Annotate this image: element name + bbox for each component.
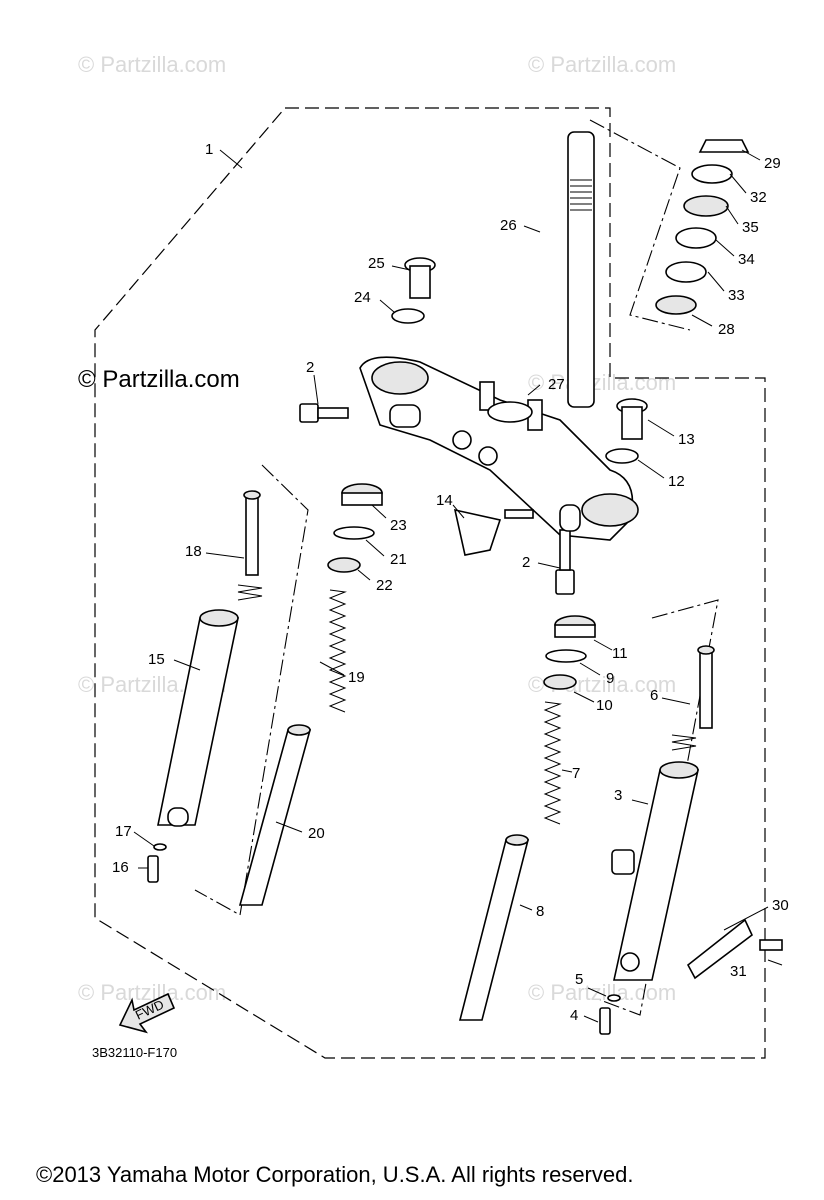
watermark: © Partzilla.com	[78, 52, 226, 77]
callout-26: 26	[500, 217, 517, 234]
circlip	[545, 649, 587, 663]
washer	[327, 557, 361, 573]
hose-guide	[453, 508, 502, 556]
inner-tube	[238, 724, 312, 906]
callout-3: 3	[614, 787, 622, 804]
callout-17: 17	[115, 823, 132, 840]
callout-12: 12	[668, 473, 685, 490]
callout-1: 1	[205, 141, 213, 158]
callout-15: 15	[148, 651, 165, 668]
bolt	[299, 403, 421, 428]
callout-9: 9	[606, 670, 614, 687]
fwd-arrow-icon: FWD	[118, 992, 176, 1034]
callout-30: 30	[772, 897, 789, 914]
callout-21: 21	[390, 551, 407, 568]
fork-spring	[543, 701, 562, 825]
callout-11: 11	[612, 645, 628, 662]
callout-13: 13	[678, 431, 695, 448]
callout-27: 27	[548, 376, 565, 393]
left-fork-group-line	[194, 464, 309, 916]
outer-tube	[157, 609, 239, 827]
callout-31: 31	[730, 963, 747, 980]
callout-5: 5	[575, 971, 583, 988]
gasket	[153, 843, 167, 851]
bolt	[599, 1007, 611, 1035]
callout-33: 33	[728, 287, 745, 304]
callout-2: 2	[522, 554, 530, 571]
gasket	[607, 994, 621, 1002]
callout-6: 6	[650, 687, 658, 704]
watermark: © Partzilla.com	[528, 370, 676, 395]
callout-29: 29	[764, 155, 781, 172]
steering-stem	[567, 131, 595, 408]
callout-35: 35	[742, 219, 759, 236]
callout-25: 25	[368, 255, 385, 272]
callout-24: 24	[354, 289, 371, 306]
hose-guide-bolt	[504, 509, 534, 519]
callout-16: 16	[112, 859, 129, 876]
diagram-code: 3B32110-F170	[92, 1045, 177, 1060]
callout-20: 20	[308, 825, 325, 842]
circlip	[333, 526, 375, 540]
callout-23: 23	[390, 517, 407, 534]
inner-tube	[458, 834, 530, 1021]
callout-2: 2	[306, 359, 314, 376]
watermark: © Partzilla.com	[528, 980, 676, 1005]
damper-rod	[671, 645, 715, 751]
o-ring	[605, 448, 639, 464]
watermark: © Partzilla.com	[528, 52, 676, 77]
under-bracket	[359, 356, 639, 541]
o-ring	[391, 308, 425, 324]
leader-lines	[133, 149, 783, 1023]
callout-32: 32	[750, 189, 767, 206]
fork-spring	[328, 589, 347, 713]
callout-8: 8	[536, 903, 544, 920]
oil-seal	[554, 615, 596, 638]
copyright-notice: ©2013 Yamaha Motor Corporation, U.S.A. A…	[36, 1162, 633, 1187]
callout-22: 22	[376, 577, 393, 594]
cable-clamp	[686, 918, 753, 980]
outer-tube	[611, 761, 699, 981]
cap-bolt	[404, 257, 436, 299]
watermark-main: © Partzilla.com	[78, 366, 240, 393]
callout-19: 19	[348, 669, 365, 686]
callout-14: 14	[436, 492, 453, 509]
callout-18: 18	[185, 543, 202, 560]
bolt	[759, 939, 783, 951]
callout-4: 4	[570, 1007, 578, 1024]
oil-seal	[341, 483, 383, 506]
callout-34: 34	[738, 251, 755, 268]
bearing-stack	[655, 139, 750, 315]
cap-bolt	[616, 398, 648, 440]
damper-rod	[237, 490, 263, 601]
bolt	[555, 504, 581, 595]
callout-7: 7	[572, 765, 580, 782]
bolt	[147, 855, 159, 883]
callout-10: 10	[596, 697, 613, 714]
group-boundary	[94, 107, 766, 1059]
washer	[543, 674, 577, 690]
callout-28: 28	[718, 321, 735, 338]
